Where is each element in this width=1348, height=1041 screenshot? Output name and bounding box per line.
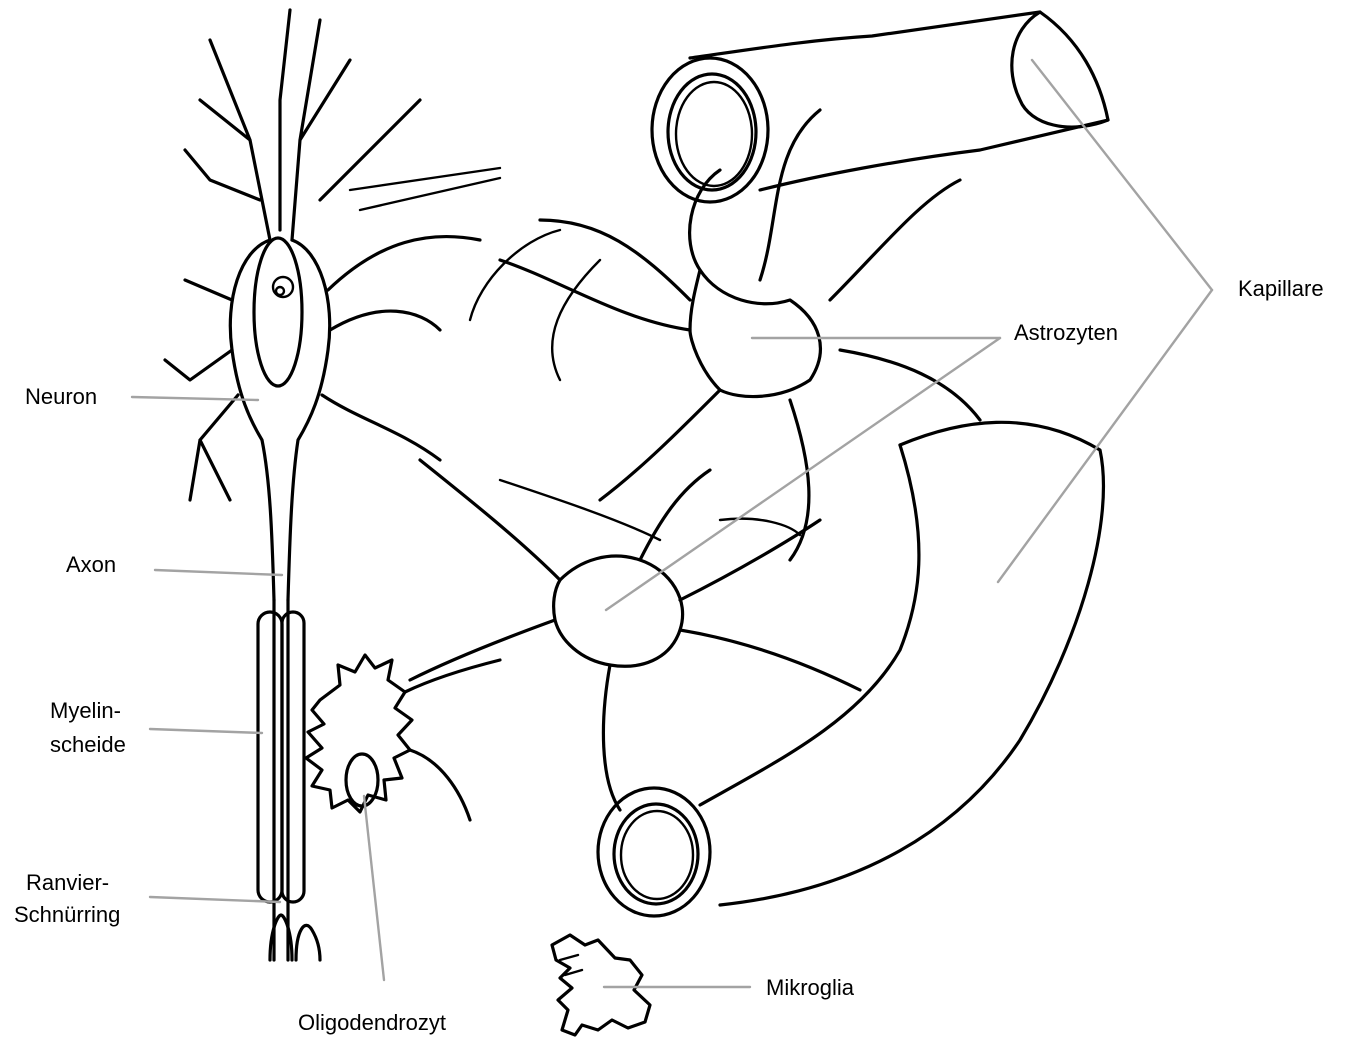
leader-oligodendrozyt [364, 796, 384, 980]
label-oligodendrozyt: Oligodendrozyt [298, 1010, 446, 1035]
leader-kapillare-upper [1032, 60, 1212, 290]
label-ranvier-line1: Ranvier- [26, 870, 109, 895]
astrocyte-upper [470, 110, 980, 560]
label-neuron: Neuron [25, 384, 97, 409]
label-kapillare: Kapillare [1238, 276, 1324, 301]
capillary-upper [652, 12, 1108, 202]
label-myelin-line2: scheide [50, 732, 126, 757]
astrocyte-lower [410, 460, 860, 810]
oligodendrocyte [306, 655, 500, 820]
label-ranvier-line2: Schnürring [14, 902, 120, 927]
label-astrozyten: Astrozyten [1014, 320, 1118, 345]
neuron-cell [165, 10, 500, 600]
capillary-lower [598, 422, 1103, 916]
label-mikroglia: Mikroglia [766, 975, 855, 1000]
leader-axon [155, 570, 282, 575]
leader-myelin [150, 729, 262, 733]
leader-neuron [132, 397, 258, 400]
label-myelin-line1: Myelin- [50, 698, 121, 723]
label-axon: Axon [66, 552, 116, 577]
microglia [552, 935, 650, 1035]
leader-astrozyten-lower [606, 338, 1000, 610]
labels: Neuron Axon Myelin- scheide Ranvier- Sch… [14, 276, 1324, 1035]
